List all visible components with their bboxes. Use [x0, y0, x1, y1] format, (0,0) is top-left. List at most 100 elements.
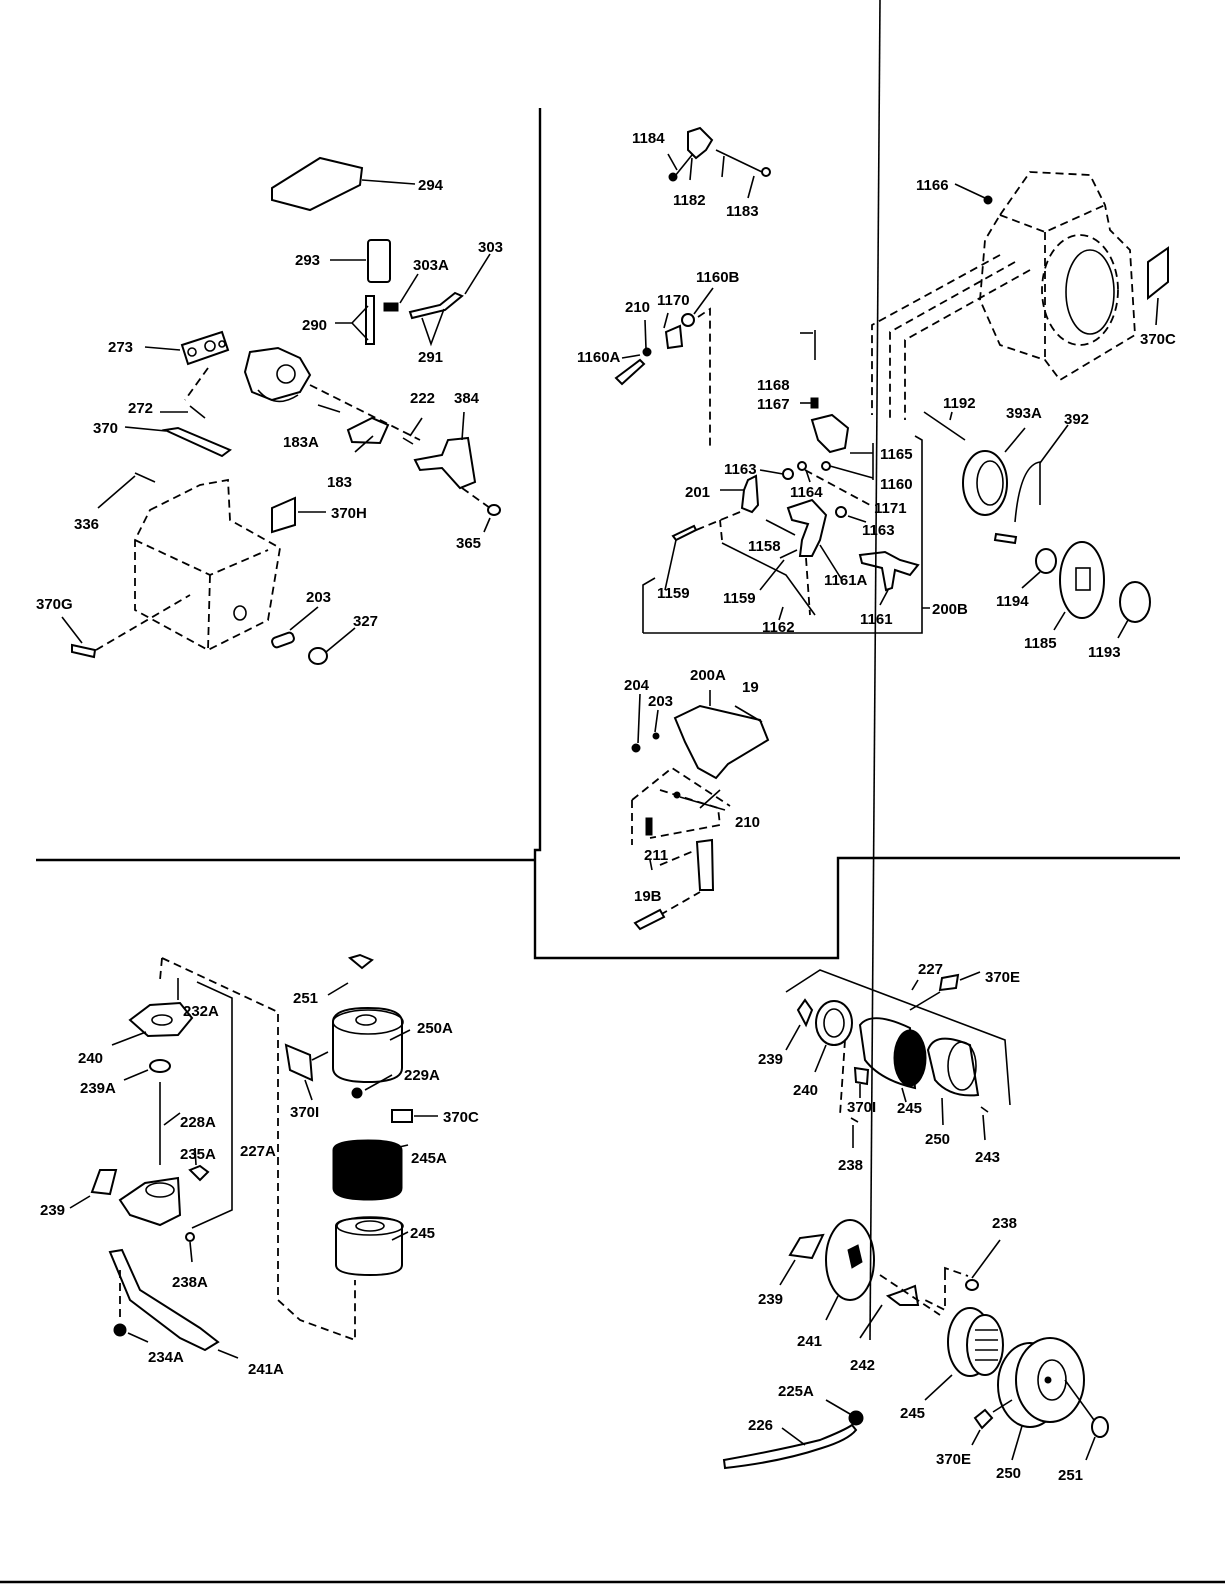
part-290 — [365, 295, 375, 345]
label-210-bracket: 210 — [735, 814, 760, 831]
label-293: 293 — [295, 252, 320, 269]
label-393A: 393A — [1006, 405, 1042, 422]
bracket-200A — [673, 704, 770, 780]
label-370H: 370H — [331, 505, 367, 522]
nut-234A — [113, 1323, 127, 1337]
label-183A: 183A — [283, 434, 319, 451]
label-365: 365 — [456, 535, 481, 552]
part-210-bracket — [673, 791, 681, 799]
part-293 — [367, 239, 391, 283]
screw-272 — [189, 405, 206, 419]
label-239A: 239A — [80, 1080, 116, 1097]
spring-1158 — [765, 519, 796, 536]
label-225A: 225A — [778, 1383, 814, 1400]
governor-group — [614, 126, 1169, 639]
air-cleaner-a-group — [785, 969, 1011, 1148]
label-250-b: 250 — [996, 1465, 1021, 1482]
gasket-239-oil — [90, 1169, 118, 1196]
label-227A: 227A — [240, 1143, 276, 1160]
label-272: 272 — [128, 400, 153, 417]
decal-370C-governor — [1147, 246, 1169, 301]
plug-229A — [351, 1087, 363, 1099]
divider-governor-box — [533, 108, 1180, 960]
gasket-239-a — [796, 998, 814, 1028]
label-370I-a: 370I — [847, 1099, 876, 1116]
bracket-241A — [108, 1248, 220, 1352]
link-1162 — [721, 542, 816, 616]
label-1160A: 1160A — [577, 349, 621, 366]
label-1183: 1183 — [726, 203, 759, 220]
label-336: 336 — [74, 516, 99, 533]
label-227: 227 — [918, 961, 943, 978]
spring-1192 — [923, 411, 966, 441]
screw-238-a — [850, 1117, 859, 1123]
label-243: 243 — [975, 1149, 1000, 1166]
screw-1159-a — [671, 524, 698, 542]
decal-370E-a — [938, 973, 960, 992]
label-245-b: 245 — [900, 1405, 925, 1422]
part-222 — [402, 437, 414, 445]
label-370E-b: 370E — [936, 1451, 971, 1468]
label-1158: 1158 — [748, 538, 781, 555]
label-19: 19 — [742, 679, 759, 696]
label-384: 384 — [454, 390, 480, 407]
part-19 — [734, 705, 763, 723]
label-1184: 1184 — [632, 130, 665, 147]
plate-19B — [695, 838, 715, 891]
screw-204 — [631, 743, 641, 753]
label-370I-oil: 370I — [290, 1104, 319, 1121]
label-1170: 1170 — [657, 292, 690, 309]
base-oil-bath — [118, 1176, 182, 1227]
air-cleaner-b-group — [722, 0, 1109, 1470]
gasket-239-b — [788, 1233, 825, 1260]
label-294: 294 — [418, 177, 444, 194]
label-1168: 1168 — [757, 377, 790, 394]
label-250A: 250A — [417, 1020, 453, 1037]
bracket-200B — [642, 435, 930, 634]
label-1166: 1166 — [916, 177, 949, 194]
label-1161A: 1161A — [824, 572, 868, 589]
label-370C-governor: 370C — [1140, 331, 1176, 348]
screw-365 — [487, 504, 501, 516]
part-210-governor — [642, 347, 652, 357]
grommet-225A — [848, 1410, 864, 1426]
bracket-242 — [885, 1284, 920, 1306]
label-226: 226 — [748, 1417, 773, 1434]
part-1170 — [664, 324, 684, 350]
decal-370C-oil — [391, 1109, 413, 1123]
bowl-250A — [332, 1006, 403, 1084]
label-1159-b: 1159 — [723, 590, 756, 607]
handle-392 — [993, 532, 1018, 545]
bolt-336 — [134, 472, 156, 483]
label-251-oil: 251 — [293, 990, 318, 1007]
part-183A — [317, 404, 341, 413]
decal-370G — [71, 643, 97, 659]
label-239-oil: 239 — [40, 1202, 65, 1219]
label-1160: 1160 — [880, 476, 913, 493]
part-1163-b — [835, 506, 847, 518]
screw-203-bracket — [652, 732, 660, 740]
gasket-239A — [149, 1059, 171, 1073]
label-210-governor: 210 — [625, 299, 650, 316]
part-1182 — [687, 126, 714, 160]
label-273: 273 — [108, 339, 133, 356]
label-240-a: 240 — [793, 1082, 818, 1099]
wing-nut-251-b — [1091, 1416, 1109, 1438]
oil-bath-air-cleaner-group — [69, 953, 438, 1359]
wing-nut-251-oil — [347, 953, 374, 970]
filter-245-oil — [335, 1216, 403, 1277]
carburetor-group — [61, 156, 501, 665]
label-291: 291 — [418, 349, 443, 366]
label-245A: 245A — [411, 1150, 447, 1167]
lever-1161A — [786, 498, 828, 557]
part-211 — [645, 817, 653, 836]
label-1193: 1193 — [1088, 644, 1121, 661]
label-1182: 1182 — [673, 192, 706, 209]
label-303A: 303A — [413, 257, 449, 274]
blower-housing — [979, 171, 1136, 382]
label-370E-a: 370E — [985, 969, 1020, 986]
label-200A: 200A — [690, 667, 726, 684]
label-240-oil: 240 — [78, 1050, 103, 1067]
screw-1160A — [614, 358, 646, 386]
label-1159-a: 1159 — [657, 585, 690, 602]
